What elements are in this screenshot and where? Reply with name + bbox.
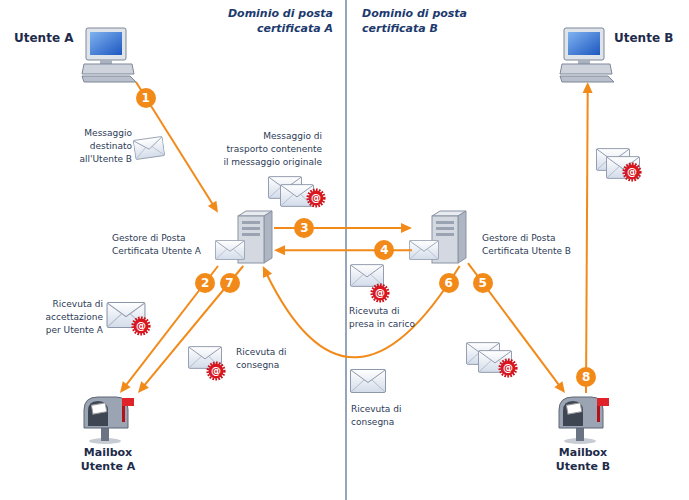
- server-icon: [242, 227, 260, 230]
- arrow-head: [554, 381, 565, 393]
- computer-icon: [560, 76, 614, 82]
- mailbox-icon: [559, 397, 609, 444]
- flow-arrow: [120, 266, 218, 393]
- seal-symbol: @: [498, 358, 518, 378]
- envelope-icon: [350, 265, 383, 287]
- flow-line: [136, 82, 214, 206]
- computer-icon: [560, 64, 612, 74]
- message-note: Messaggio destinato all'Utente B: [58, 127, 132, 166]
- envelope-icon: [133, 136, 165, 159]
- envelope-icon: [351, 370, 386, 393]
- domain-title: Dominio di posta certificata B: [362, 6, 490, 36]
- flow-arrow: [468, 263, 565, 393]
- node-heading: Gestore di Posta Certificata Utente A: [112, 232, 208, 258]
- flow-line: [125, 266, 218, 387]
- seal-symbol: @: [622, 162, 642, 182]
- computer-icon: [82, 76, 136, 82]
- server-icon: [436, 221, 454, 224]
- server-icon: [436, 233, 454, 236]
- mailbox-icon: [84, 397, 134, 444]
- mailbox: Mailbox Utente A: [78, 393, 138, 443]
- callout-number: 2: [195, 273, 215, 293]
- mail-server: Gestore di Posta Certificata Utente A: [218, 210, 274, 266]
- computer-icon: [90, 32, 122, 55]
- flow-arrow: [138, 266, 243, 393]
- server-icon: [409, 240, 438, 259]
- arrow-head: [208, 201, 218, 213]
- server-icon: [242, 233, 260, 236]
- computer-icon: [82, 28, 136, 82]
- computer-icon: [560, 28, 614, 82]
- callout-number: 1: [136, 88, 156, 108]
- arrow-head: [263, 266, 272, 278]
- receipt-note: Ricevuta di consegna: [236, 346, 298, 372]
- node-heading: Mailbox Utente A: [68, 446, 148, 474]
- arrow-head: [138, 381, 149, 393]
- receipt-note: Ricevuta di consegna: [351, 403, 413, 429]
- domain-title: Dominio di posta certificata A: [205, 6, 333, 36]
- server-icon: [436, 227, 454, 230]
- mailbox-icon: [597, 398, 609, 406]
- computer-icon: [86, 28, 126, 60]
- message-note: Messaggio di trasporto contenente il mes…: [220, 130, 322, 169]
- flow-line: [586, 90, 588, 393]
- server-icon: [409, 211, 466, 263]
- mailbox-icon: [84, 397, 128, 428]
- mailbox-icon: [122, 398, 134, 406]
- flow-line: [266, 266, 459, 357]
- server-icon: [458, 211, 466, 263]
- callout-number: 3: [294, 218, 314, 238]
- computer-icon: [568, 32, 600, 55]
- callout-number: 7: [220, 273, 240, 293]
- computer-icon: [564, 28, 604, 60]
- seal-symbol: @: [206, 361, 226, 381]
- arrow-head: [583, 82, 593, 93]
- node-heading: Utente A: [14, 31, 78, 45]
- callout-number: 8: [576, 367, 596, 387]
- mailbox-icon: [563, 401, 583, 426]
- mailbox-icon: [91, 403, 106, 414]
- receipt-note: Ricevuta di presa in carico: [349, 305, 421, 331]
- mailbox: Mailbox Utente B: [553, 393, 613, 443]
- receipt-note: Ricevuta di accettazione per Utente A: [35, 298, 103, 337]
- flow-arrow: [136, 82, 218, 213]
- flow-line: [143, 266, 243, 387]
- server-icon: [264, 211, 272, 263]
- seal-symbol: @: [131, 316, 151, 336]
- mailbox-icon: [559, 397, 603, 428]
- user-computer: Utente B: [558, 26, 612, 82]
- mail-server: Gestore di Posta Certificata Utente B: [412, 210, 468, 266]
- computer-icon: [100, 60, 112, 64]
- arrow-head: [120, 381, 131, 393]
- callout-number: 4: [374, 240, 394, 260]
- computer-icon: [82, 64, 134, 74]
- arrow-head: [401, 223, 412, 233]
- envelope-icon: [107, 136, 639, 392]
- node-heading: Gestore di Posta Certificata Utente B: [482, 232, 578, 258]
- node-heading: Utente B: [614, 31, 678, 45]
- callout-number: 5: [473, 273, 493, 293]
- mailbox-icon: [88, 401, 108, 426]
- server-icon: [215, 211, 272, 263]
- computer-icon: [578, 60, 590, 64]
- server-icon: [242, 221, 260, 224]
- node-heading: Mailbox Utente B: [543, 446, 623, 474]
- callout-number: 6: [439, 273, 459, 293]
- server-icon: [215, 240, 244, 259]
- seal-symbol: @: [370, 283, 390, 303]
- arrow-head: [274, 245, 285, 255]
- certified-seal: [133, 164, 641, 380]
- flow-line: [468, 263, 560, 386]
- flow-arrow: [263, 266, 460, 357]
- seal-symbol: @: [306, 188, 326, 208]
- flow-arrow: [583, 82, 593, 393]
- mailbox-icon: [566, 403, 581, 414]
- user-computer: Utente A: [80, 26, 136, 82]
